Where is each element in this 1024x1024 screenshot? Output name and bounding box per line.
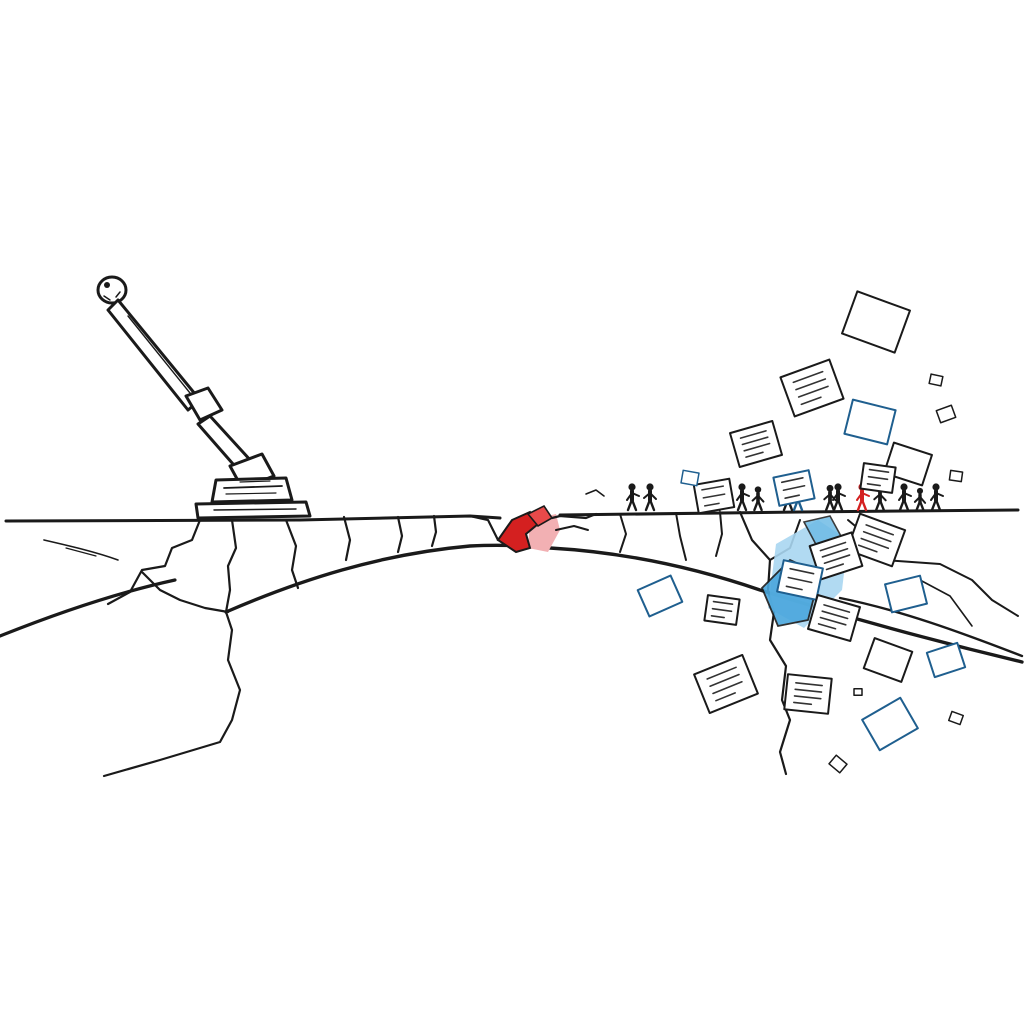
document-icon [928, 373, 944, 387]
document-icon [729, 420, 783, 468]
document-icon [783, 673, 833, 715]
document-icon [703, 594, 741, 626]
document-icon [841, 290, 911, 354]
document-icon [948, 469, 964, 483]
person-icon [626, 483, 640, 512]
document-icon [845, 512, 907, 568]
paper-scrap [585, 489, 605, 497]
document-icon [884, 574, 928, 614]
person-icon [930, 483, 944, 512]
document-icon [853, 688, 863, 696]
document-icon [859, 462, 897, 494]
document-icon [947, 710, 965, 726]
ground-slab [0, 508, 1024, 664]
left-cracks [43, 514, 438, 778]
person-icon [832, 483, 846, 512]
document-icon [935, 404, 957, 424]
document-icon [779, 358, 845, 418]
document-icon [828, 754, 848, 774]
red-fracture [468, 504, 598, 554]
document-icon [692, 477, 736, 515]
document-icon [636, 574, 684, 618]
lever-icon [96, 275, 312, 520]
document-icon [772, 469, 816, 507]
document-icon [776, 559, 824, 601]
document-icon [925, 641, 967, 679]
document-icon [861, 696, 919, 752]
person-icon [913, 487, 927, 512]
document-icon [862, 637, 914, 683]
person-icon [898, 483, 912, 512]
document-icon [843, 398, 897, 446]
document-icon [807, 594, 861, 642]
document-icon [883, 441, 933, 487]
person-icon [736, 483, 750, 512]
person-icon [643, 483, 657, 512]
document-icon [680, 469, 700, 487]
document-icon [693, 653, 759, 715]
person-icon [751, 486, 765, 512]
documents-cloud [636, 290, 967, 774]
